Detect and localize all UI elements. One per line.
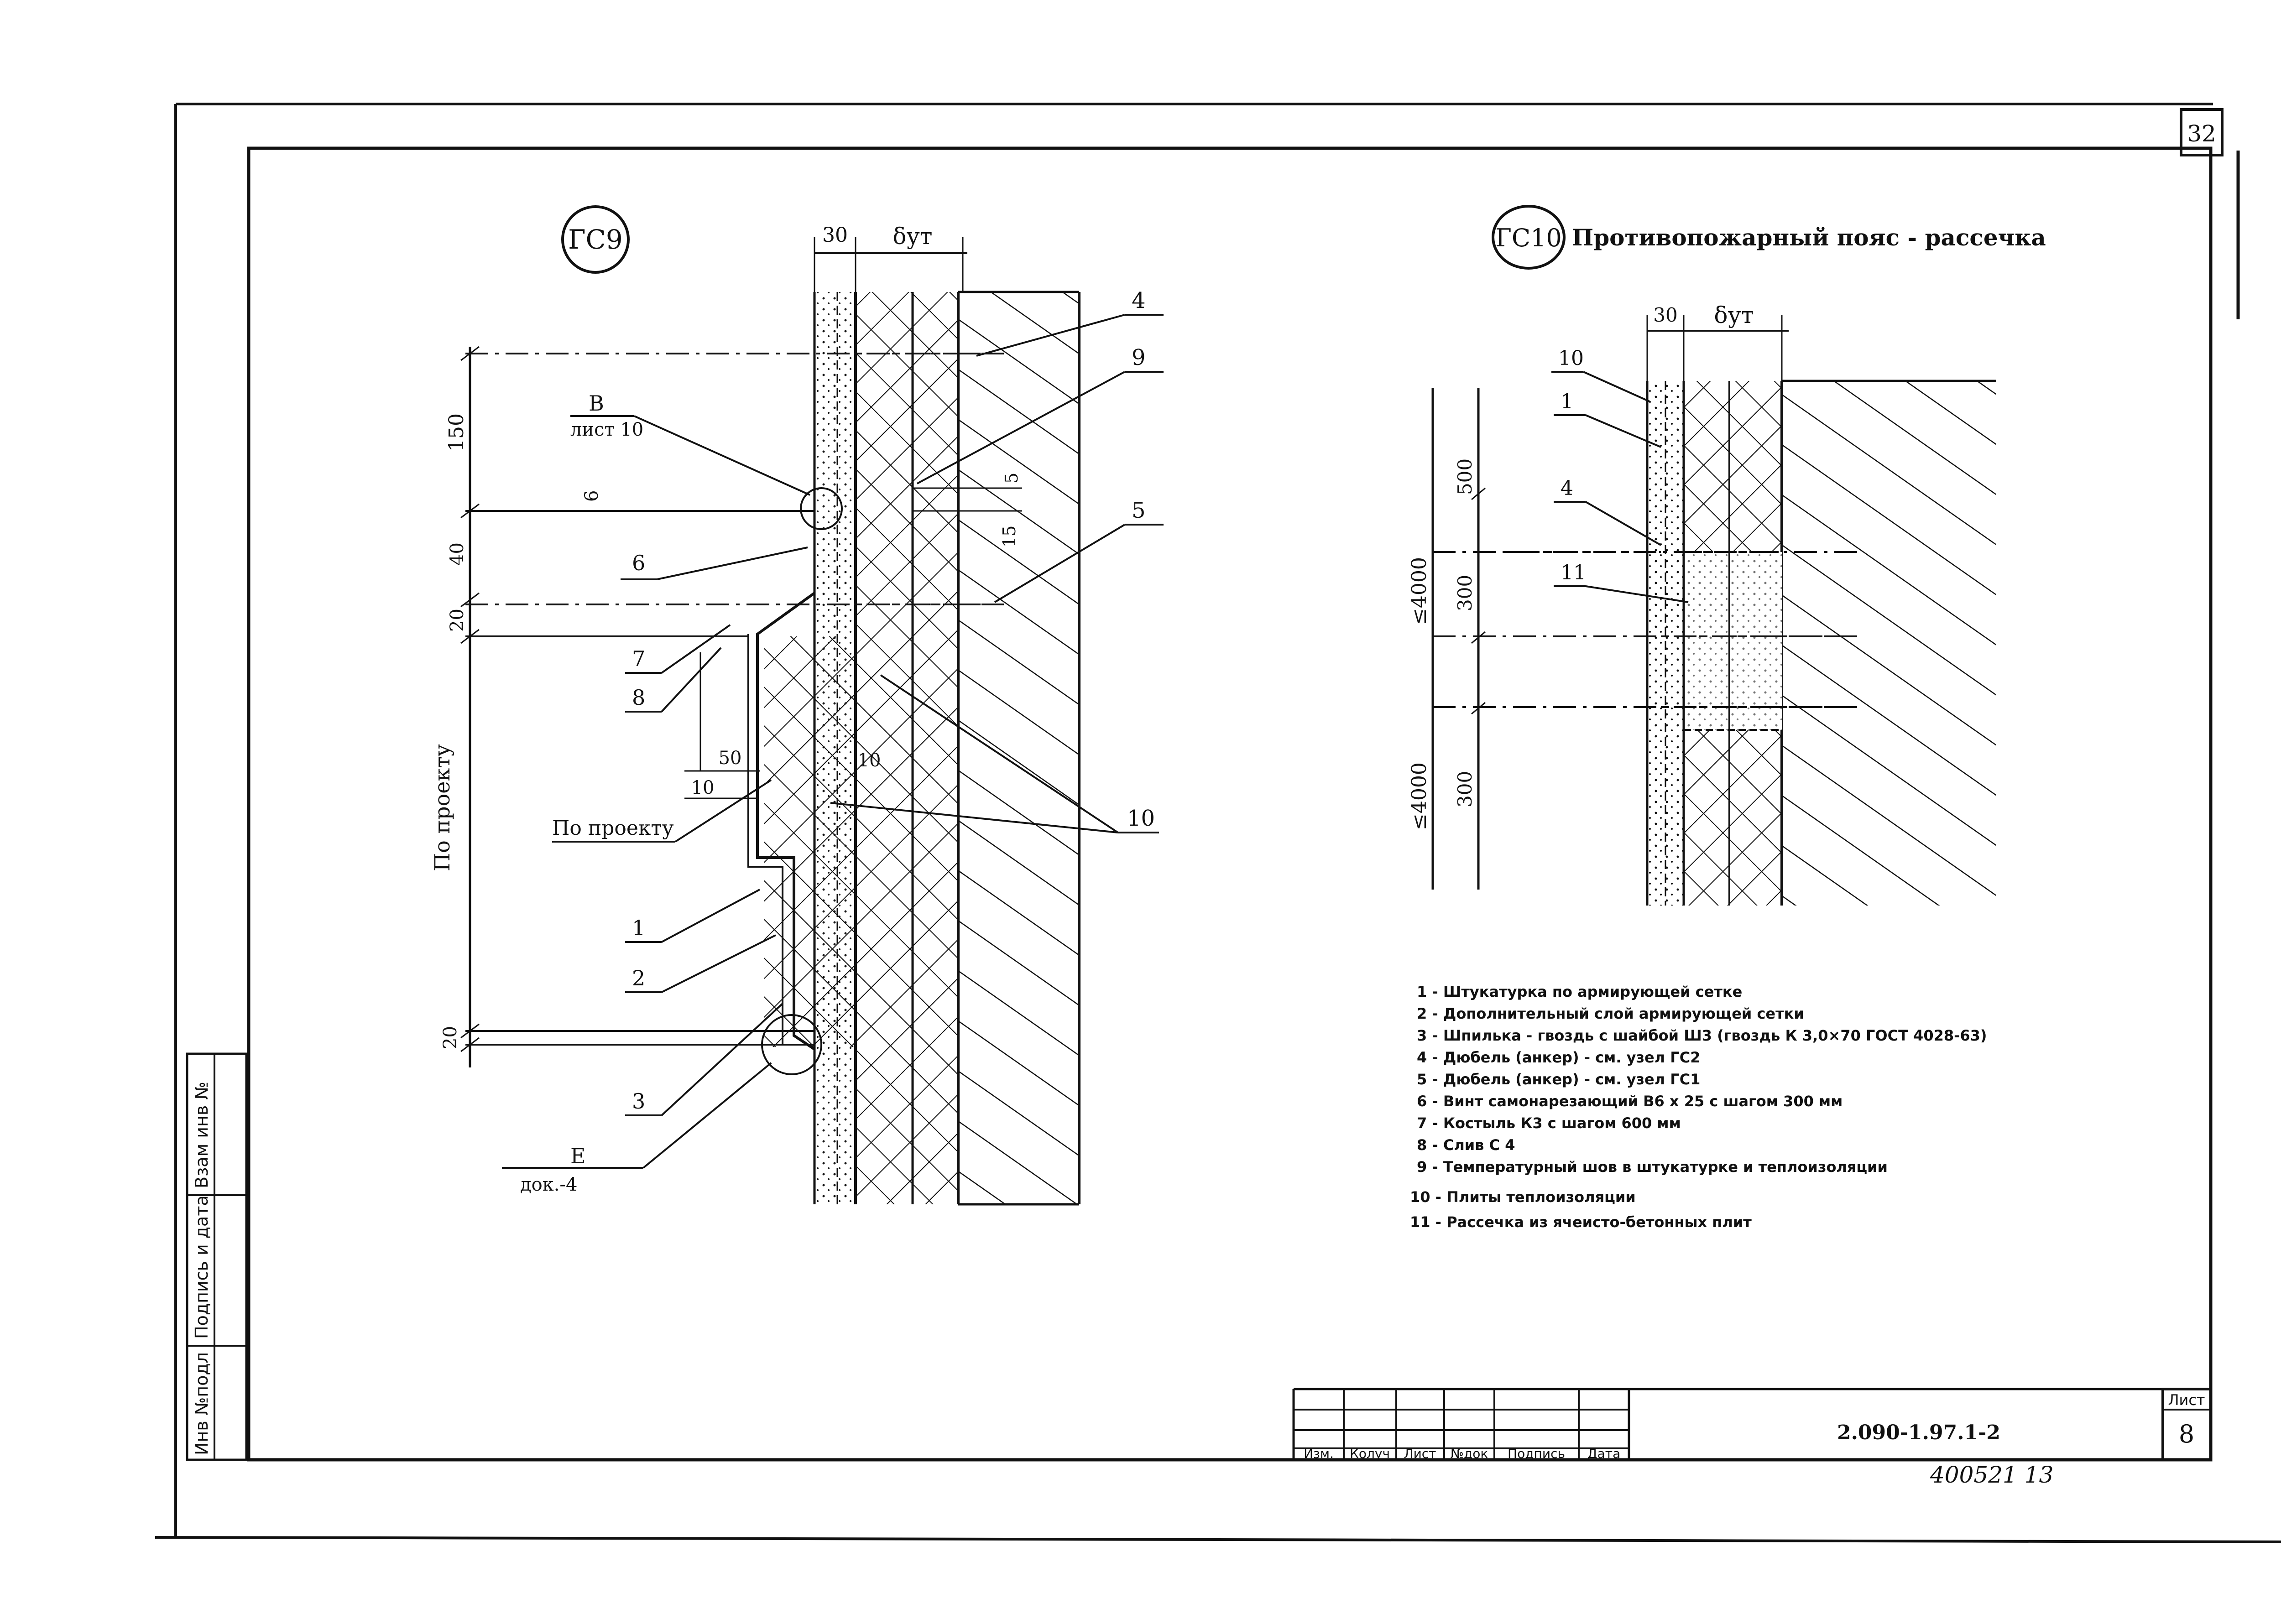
gc10-label-1: 1 <box>1561 390 1573 413</box>
gc9-label-8: 8 <box>632 685 645 710</box>
sheet-number: 8 <box>2179 1420 2194 1448</box>
title-block-header-sheet: Лист <box>1404 1446 1436 1461</box>
legend-item: 8 - Слив С 4 <box>1417 1136 1515 1154</box>
gc9-label-10: 10 <box>1127 806 1155 831</box>
legend-item: 2 - Дополнительный слой армирующей сетки <box>1417 1005 1804 1022</box>
gc9-dim-10b: 10 <box>858 750 881 771</box>
gc9-label-9: 9 <box>1132 345 1146 370</box>
gc9-vertical-label: По проекту <box>430 744 454 871</box>
side-stamp-inventory-original: Инв №подл <box>192 1352 212 1455</box>
title-block-header-signature: Подпись <box>1508 1446 1565 1461</box>
document-code: 2.090-1.97.1-2 <box>1837 1421 2000 1444</box>
gc9-label-3: 3 <box>632 1089 645 1114</box>
title-block-header-qty: Колуч <box>1350 1446 1390 1461</box>
gc10-dim-top-thickness: δут <box>1714 302 1754 328</box>
gc9-dim-10a: 10 <box>691 777 715 798</box>
gc10-label-4: 4 <box>1561 477 1573 500</box>
gc10-label-11: 11 <box>1561 561 1586 584</box>
legend-item: 7 - Костыль К3 с шагом 600 мм <box>1417 1114 1681 1132</box>
gc10-dim-500: 500 <box>1454 458 1476 495</box>
gc10-concrete-wall <box>1782 381 1996 906</box>
legend-item: 6 - Винт самонарезающий В6 х 25 с шагом … <box>1417 1093 1843 1110</box>
gc9-callout-b-ref: лист 10 <box>570 419 643 440</box>
gc9-dim-150: 150 <box>445 413 468 452</box>
gc9-dim-5: 5 <box>1002 473 1022 484</box>
gc10-dim-300b: 300 <box>1454 771 1476 807</box>
gc10-dim-top-30: 30 <box>1653 304 1677 326</box>
page-corner-number: 32 <box>2187 120 2216 147</box>
title-block-header-change: Изм. <box>1304 1446 1334 1461</box>
detail-gc10: ГС10 Противопожарный пояс - рассечка 500… <box>1408 205 2046 906</box>
page-corner-number-box: 32 <box>2180 108 2224 156</box>
gc9-concrete-wall <box>958 292 1079 1204</box>
gc10-title: Противопожарный пояс - рассечка <box>1572 224 2046 251</box>
gc9-projection-insulation <box>764 636 856 1047</box>
gc10-tag-circle <box>1492 205 1566 270</box>
gc9-dim-top-thickness: δут <box>893 223 932 250</box>
gc9-callout-b-circle <box>800 487 843 530</box>
gc9-insulation-outer <box>856 292 913 1204</box>
side-stamp-signature-date: Подпись и дата <box>192 1195 212 1339</box>
gc9-label-7: 7 <box>632 646 645 671</box>
gc9-tag: ГС9 <box>568 224 623 255</box>
gc9-dim-50: 50 <box>719 748 742 769</box>
gc9-dim-6: 6 <box>581 490 602 502</box>
gc9-insulation-inner <box>913 292 958 1204</box>
gc10-tag: ГС10 <box>1495 224 1562 252</box>
gc10-level-lower: ≤4000 <box>1408 762 1431 830</box>
legend: 1 - Штукатурка по армирующей сетке 2 - Д… <box>1410 983 1987 1231</box>
gc9-dim-top-30: 30 <box>822 224 848 247</box>
gc9-callout-e-circle <box>761 1014 822 1075</box>
gc9-label-1: 1 <box>632 916 645 940</box>
legend-item: 5 - Дюбель (анкер) - см. узел ГС1 <box>1417 1071 1700 1088</box>
legend-item: 9 - Температурный шов в штукатурке и теп… <box>1417 1158 1888 1176</box>
title-block: Изм. Колуч Лист №док Подпись Дата 2.090-… <box>1292 1388 2212 1488</box>
gc9-dim-20a: 20 <box>447 609 468 632</box>
gc10-level-upper: ≤4000 <box>1408 557 1431 625</box>
title-block-header-doc: №док <box>1451 1446 1488 1461</box>
gc9-dim-40: 40 <box>447 542 468 566</box>
gc9-dim-15: 15 <box>999 526 1019 547</box>
gc10-dim-300a: 300 <box>1454 575 1476 611</box>
legend-item: 10 - Плиты теплоизоляции <box>1410 1188 1636 1206</box>
detail-gc9: ГС9 150 <box>430 205 1164 1206</box>
inventory-number: 400521 13 <box>1930 1462 2053 1488</box>
title-block-header-date: Дата <box>1587 1446 1621 1461</box>
gc9-label-2: 2 <box>632 966 645 990</box>
gc10-label-10: 10 <box>1558 347 1584 370</box>
sheet-frame <box>155 103 2281 1543</box>
gc9-dim-20b: 20 <box>440 1026 461 1049</box>
sheet-label: Лист <box>2168 1391 2205 1409</box>
legend-item: 3 - Шпилька - гвоздь с шайбой Ш3 (гвоздь… <box>1417 1027 1987 1044</box>
gc9-callout-b-letter: В <box>589 391 604 416</box>
legend-item: 1 - Штукатурка по армирующей сетке <box>1417 983 1742 1000</box>
gc9-label-5: 5 <box>1132 498 1146 523</box>
side-stamp: Инв №подл Подпись и дата Взам инв № <box>186 1052 248 1461</box>
gc9-by-project: По проекту <box>552 817 674 840</box>
side-stamp-replaced-inventory: Взам инв № <box>192 1082 212 1188</box>
legend-item: 4 - Дюбель (анкер) - см. узел ГС2 <box>1417 1049 1700 1066</box>
gc9-label-6: 6 <box>632 551 645 575</box>
legend-item: 11 - Рассечка из ячеисто-бетонных плит <box>1410 1213 1752 1231</box>
gc9-tag-circle <box>561 205 630 274</box>
gc9-callout-e-letter: Е <box>570 1144 586 1168</box>
gc9-callout-e-ref: док.-4 <box>520 1174 577 1195</box>
gc9-label-4: 4 <box>1132 288 1146 313</box>
